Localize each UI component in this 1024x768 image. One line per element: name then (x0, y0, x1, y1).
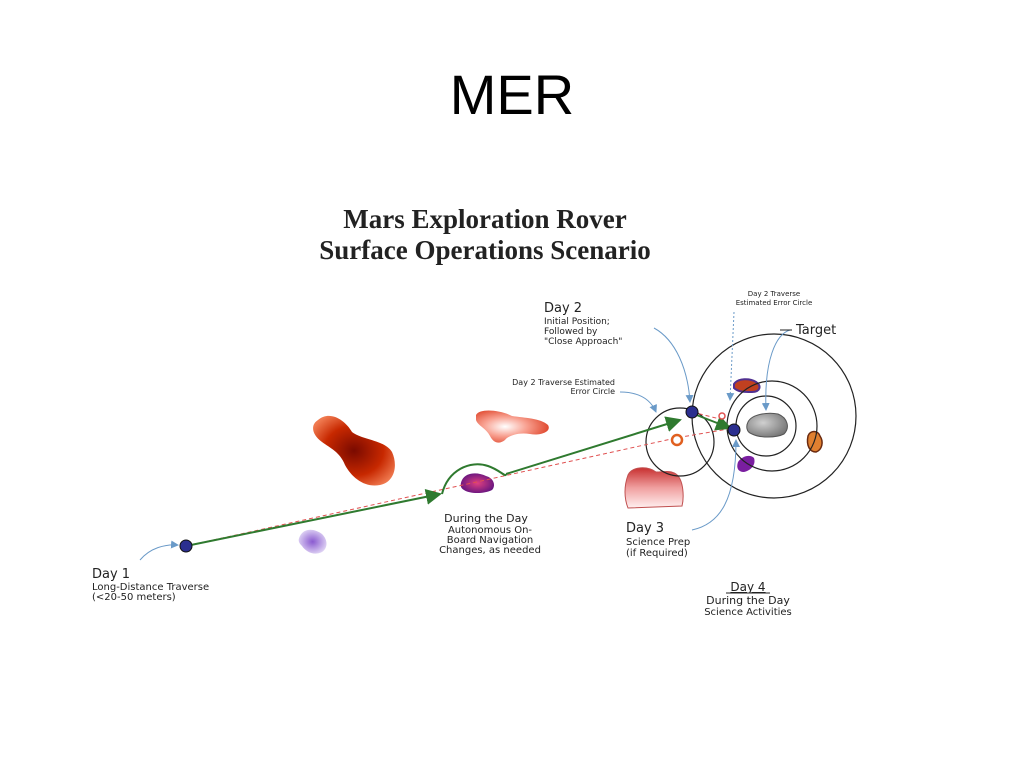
day4-line1: During the Day (706, 594, 790, 607)
rock-purple-lower (737, 455, 755, 472)
during-day-line1: During the Day (444, 512, 528, 525)
target-rock (746, 412, 788, 438)
diagram-title: Mars Exploration Rover Surface Operation… (200, 204, 770, 266)
day2-heading: Day 2 (544, 301, 582, 316)
target-marker (718, 412, 726, 420)
day3-heading: Day 3 (626, 521, 664, 536)
day2-error-circle-line2: Estimated Error Circle (736, 299, 813, 307)
callout-arrow-day1 (139, 540, 179, 561)
traverse-path-leg2 (505, 416, 682, 475)
during-day-line3: Board Navigation (447, 535, 534, 546)
traverse-circle-line2: Error Circle (570, 387, 615, 396)
rover-marker-day3 (727, 423, 741, 437)
diagram-title-line1: Mars Exploration Rover (343, 204, 627, 234)
day4-line2: Science Activities (704, 607, 792, 618)
rock-lilac (298, 529, 327, 554)
day1-line1: Long-Distance Traverse (92, 582, 209, 593)
day1-heading: Day 1 (92, 567, 130, 582)
during-day-line4: Changes, as needed (439, 545, 541, 556)
target-label: Target (795, 323, 836, 338)
day3-line2: (if Required) (626, 548, 688, 559)
rover-marker-day1 (179, 539, 193, 553)
rock-salmon (476, 410, 549, 443)
day3-line1: Science Prep (626, 537, 690, 548)
day2-line1: Initial Position; (544, 317, 610, 327)
dashed-segment-top (691, 411, 725, 421)
planned-dashed-path (185, 427, 735, 547)
callout-arrow-day2-error-circle (726, 311, 735, 401)
day2-line3: "Close Approach" (544, 337, 622, 347)
during-day-line2: Autonomous On- (448, 525, 532, 536)
rock-purple-small (460, 473, 494, 493)
callout-arrow-traverse-circle (619, 391, 657, 413)
day2-error-circle-line1: Day 2 Traverse (748, 290, 800, 298)
rock-orange (806, 430, 823, 453)
rock-red-purple-top (733, 378, 761, 394)
traverse-circle-line1: Day 2 Traverse Estimated (512, 378, 615, 387)
estimated-position-marker (670, 433, 684, 447)
callout-arrow-day2 (653, 327, 694, 403)
callout-arrow-day3 (691, 439, 740, 531)
traverse-path-leg3 (693, 413, 732, 431)
rock-large-red (313, 415, 395, 486)
day2-line2: Followed by (544, 327, 598, 337)
traverse-path-leg1 (185, 488, 442, 547)
day1-line2: (<20-50 meters) (92, 592, 176, 603)
day4-heading: Day 4 (730, 580, 765, 594)
traverse-path-detour (441, 463, 507, 495)
rock-pink-block (624, 467, 684, 509)
rover-marker-day2 (685, 405, 699, 419)
callout-arrow-target (761, 329, 791, 411)
day2-traverse-error-circle (645, 407, 715, 477)
diagram-title-line2: Surface Operations Scenario (319, 235, 651, 265)
slide-title: MER (449, 63, 575, 126)
